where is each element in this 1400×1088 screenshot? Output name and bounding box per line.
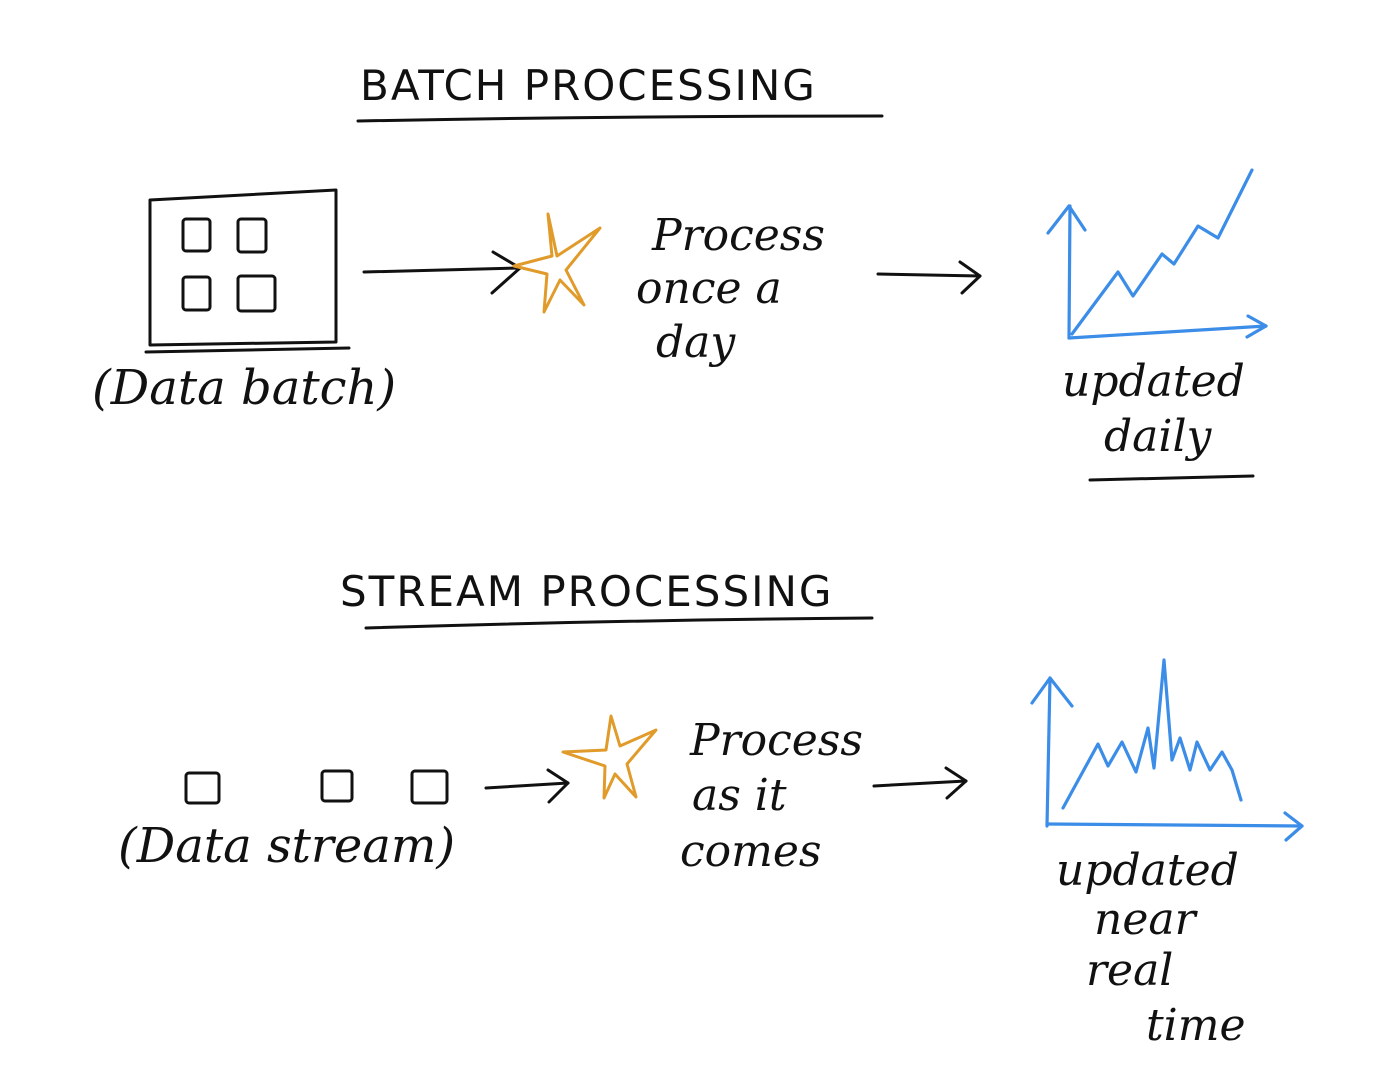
stream-process-line-2: as it [692, 770, 787, 821]
stream-heading: STREAM PROCESSING [340, 567, 833, 616]
batch-heading: BATCH PROCESSING [360, 61, 817, 110]
batch-result-line-2: daily [1104, 411, 1213, 462]
stream-result-line-4: time [1146, 1000, 1246, 1051]
stream-chart-icon [1030, 658, 1304, 842]
batch-heading-underline [356, 114, 884, 123]
stream-arrow-2 [872, 766, 968, 800]
data-stream-icon [184, 769, 449, 805]
stream-result-line-3: real [1086, 945, 1173, 996]
batch-process-line-3: day [656, 317, 736, 368]
stream-arrow-1 [484, 768, 570, 804]
stream-result-line-2: near [1094, 894, 1199, 945]
stream-result-line-1: updated [1056, 845, 1239, 896]
batch-result-underline [1088, 474, 1255, 482]
batch-result-line-1: updated [1062, 356, 1245, 407]
batch-arrow-1 [362, 250, 522, 295]
stream-star-icon [561, 714, 658, 800]
data-batch-icon [144, 188, 351, 354]
batch-process-line-1: Process [651, 210, 825, 261]
batch-chart-icon [1046, 168, 1268, 340]
batch-source-label: (Data batch) [92, 360, 396, 416]
batch-star-icon [512, 212, 602, 314]
stream-source-label: (Data stream) [118, 818, 455, 874]
batch-arrow-2 [876, 260, 982, 295]
stream-process-line-3: comes [680, 826, 821, 877]
batch-process-line-2: once a [636, 263, 782, 314]
batch-section: BATCH PROCESSING (Data batch) Process on… [92, 61, 1268, 482]
stream-process-line-1: Process [689, 715, 863, 766]
stream-heading-underline [364, 616, 874, 630]
stream-section: STREAM PROCESSING (Data stream) Process … [118, 567, 1304, 1051]
